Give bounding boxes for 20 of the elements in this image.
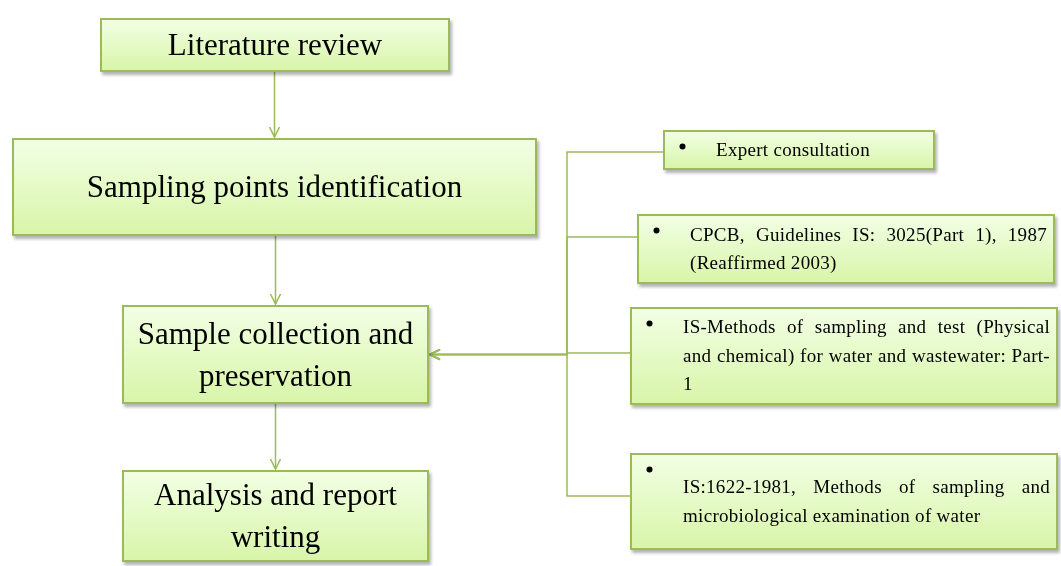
step-text: Analysis and report writing xyxy=(153,476,398,556)
process-box xyxy=(122,470,429,562)
process-box xyxy=(12,138,537,236)
connector-arrow xyxy=(269,235,282,305)
source-box xyxy=(630,453,1058,550)
source-box xyxy=(637,214,1055,284)
reference-text: CPCB, Guidelines IS: 3025(Part 1), 1987 (Reaffirmed 2003) xyxy=(690,222,1047,275)
reference-text: IS:1622-1981, Methods of sampling and microbiological examination of water xyxy=(683,475,1050,528)
reference-text: Expert consultation xyxy=(716,137,871,162)
source-box xyxy=(630,307,1058,405)
process-box xyxy=(122,305,429,404)
source-box xyxy=(663,130,935,170)
connector-arrow xyxy=(269,403,282,470)
connector-arrow xyxy=(429,348,631,497)
step-text: Sampling points identification xyxy=(86,168,463,207)
connector-arrow xyxy=(268,71,281,138)
reference-text: IS-Methods of sampling and test (Physical and chemical) for water and wastewater: Part-1 xyxy=(683,315,1050,397)
step-text: Literature review xyxy=(167,26,383,65)
step-text: Sample collection and preservation xyxy=(136,314,415,395)
process-box xyxy=(100,18,450,72)
